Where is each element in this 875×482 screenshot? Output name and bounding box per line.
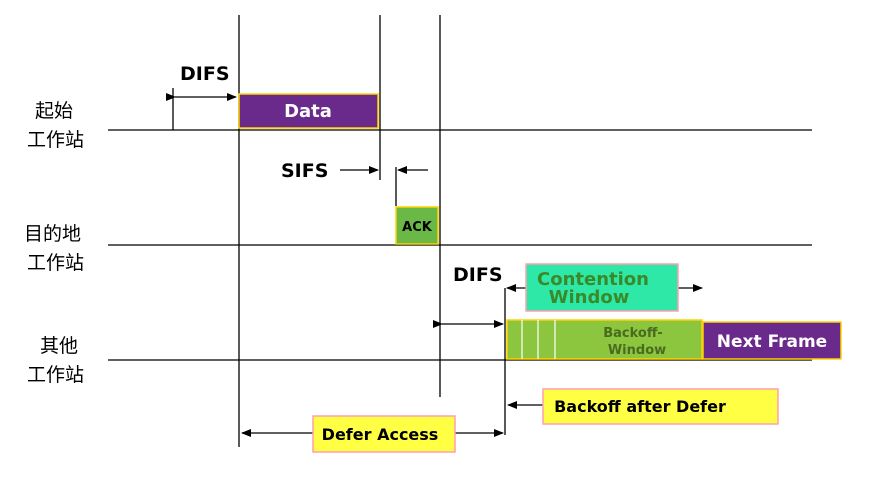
svg-text:目的地: 目的地 [24, 223, 81, 245]
svg-text:Window: Window [549, 287, 630, 308]
svg-text:起始: 起始 [35, 100, 73, 122]
svg-text:ACK: ACK [402, 220, 433, 235]
svg-text:Backoff-: Backoff- [603, 326, 663, 341]
svg-text:Window: Window [608, 343, 666, 358]
data-frame: Data [238, 93, 379, 129]
backoff-window: Backoff- Window [506, 319, 703, 360]
contention-window-box: Contention Window [525, 263, 679, 312]
svg-text:工作站: 工作站 [27, 364, 84, 386]
next-frame: Next Frame [702, 321, 842, 360]
svg-text:Backoff after Defer: Backoff after Defer [554, 397, 726, 416]
svg-text:Defer Access: Defer Access [322, 425, 439, 444]
svg-text:Next Frame: Next Frame [717, 332, 827, 352]
ack-frame: ACK [395, 206, 439, 245]
difs-mid-label: DIFS [453, 264, 503, 286]
sifs-label: SIFS [281, 160, 328, 182]
backoff-after-defer-callout: Backoff after Defer [542, 388, 779, 425]
svg-text:Contention: Contention [537, 269, 649, 290]
station-label-destination: 目的地 工作站 [24, 223, 84, 274]
station-label-source: 起始 工作站 [27, 100, 84, 151]
difs-top-label: DIFS [180, 63, 230, 85]
svg-text:Data: Data [284, 101, 332, 122]
defer-access-callout: Defer Access [312, 415, 456, 453]
station-label-others: 其他 工作站 [27, 335, 84, 386]
svg-text:工作站: 工作站 [27, 129, 84, 151]
svg-text:工作站: 工作站 [27, 252, 84, 274]
svg-text:其他: 其他 [40, 335, 78, 357]
